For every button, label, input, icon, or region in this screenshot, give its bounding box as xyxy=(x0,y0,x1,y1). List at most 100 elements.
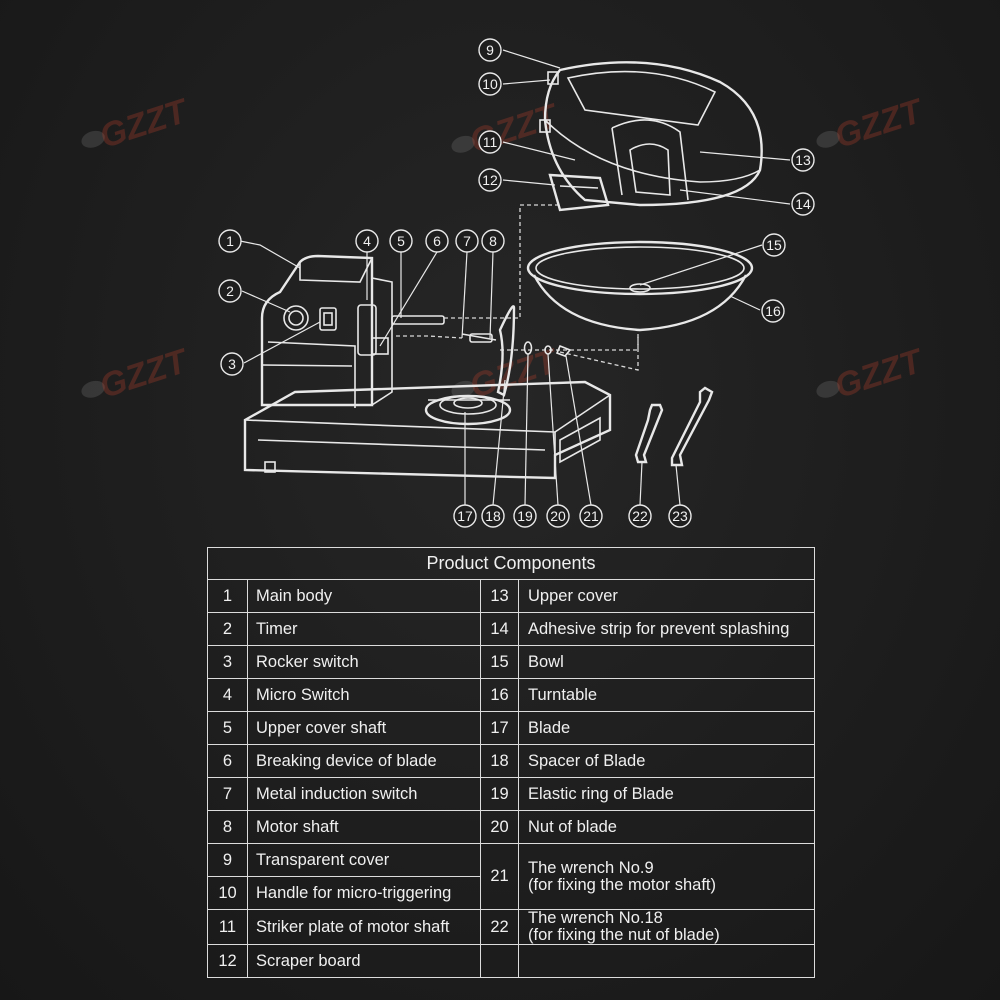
component-label: Motor shaft xyxy=(247,810,481,844)
component-label-main: The wrench No.9 xyxy=(528,858,654,877)
svg-text:22: 22 xyxy=(632,508,648,524)
svg-text:13: 13 xyxy=(795,152,811,168)
svg-text:19: 19 xyxy=(517,508,533,524)
callout-13: 13 xyxy=(791,148,815,172)
callout-9: 9 xyxy=(478,38,502,62)
component-label: Scraper board xyxy=(247,944,481,978)
callout-7: 7 xyxy=(455,229,479,253)
callout-19: 19 xyxy=(513,504,537,528)
component-number: 19 xyxy=(480,777,519,811)
table-row: 2 Timer 14 Adhesive strip for prevent sp… xyxy=(207,612,816,646)
callout-2: 2 xyxy=(218,279,242,303)
svg-text:14: 14 xyxy=(795,196,811,212)
svg-text:GZZT: GZZT xyxy=(95,341,194,406)
watermark: GZZT xyxy=(816,341,929,406)
callout-3: 3 xyxy=(220,352,244,376)
svg-text:15: 15 xyxy=(766,237,782,253)
svg-text:9: 9 xyxy=(486,42,494,58)
component-number: 7 xyxy=(207,777,248,811)
svg-text:23: 23 xyxy=(672,508,688,524)
component-number: 12 xyxy=(207,944,248,978)
empty-cell xyxy=(480,944,519,978)
component-label-main: The wrench No.18 xyxy=(528,909,663,927)
component-number: 16 xyxy=(480,678,519,712)
svg-text:5: 5 xyxy=(397,233,405,249)
callout-12: 12 xyxy=(478,168,502,192)
callout-17: 17 xyxy=(453,504,477,528)
shafts xyxy=(391,204,639,371)
svg-text:GZZT: GZZT xyxy=(830,91,929,156)
table-row: 5 Upper cover shaft 17 Blade xyxy=(207,711,816,745)
component-label: The wrench No.9 (for fixing the motor sh… xyxy=(517,843,816,910)
table-title: Product Components xyxy=(206,547,816,580)
component-label: Spacer of Blade xyxy=(517,744,816,778)
component-label: Rocker switch xyxy=(247,645,481,679)
svg-text:7: 7 xyxy=(463,233,471,249)
component-label-sub: (for fixing the motor shaft) xyxy=(528,875,716,894)
callout-6: 6 xyxy=(425,229,449,253)
component-label: Turntable xyxy=(517,678,816,712)
leader-lines xyxy=(239,49,791,506)
component-label: Main body xyxy=(247,579,481,613)
component-label: Elastic ring of Blade xyxy=(517,777,816,811)
svg-text:4: 4 xyxy=(363,233,371,249)
component-label: Breaking device of blade xyxy=(247,744,481,778)
component-label: Handle for micro-triggering xyxy=(247,876,481,910)
component-number: 6 xyxy=(207,744,248,778)
component-label: Bowl xyxy=(517,645,816,679)
table-row: 8 Motor shaft 20 Nut of blade xyxy=(207,810,816,844)
component-label-sub: (for fixing the nut of blade) xyxy=(528,926,720,944)
component-number: 21 xyxy=(480,843,519,910)
watermark: GZZT xyxy=(451,341,564,406)
component-number: 15 xyxy=(480,645,519,679)
main-body xyxy=(260,254,393,408)
component-label: Timer xyxy=(247,612,481,646)
empty-cell xyxy=(517,944,816,978)
callout-21: 21 xyxy=(579,504,603,528)
component-label: Micro Switch xyxy=(247,678,481,712)
callout-5: 5 xyxy=(389,229,413,253)
component-number: 5 xyxy=(207,711,248,745)
table-row: 10 Handle for micro-triggering xyxy=(207,876,815,910)
svg-text:11: 11 xyxy=(483,134,498,150)
table-row: 12 Scraper board xyxy=(207,944,816,978)
svg-text:18: 18 xyxy=(485,508,501,524)
svg-text:1: 1 xyxy=(226,233,234,249)
component-number: 4 xyxy=(207,678,248,712)
wrench-large xyxy=(670,386,714,467)
svg-text:3: 3 xyxy=(228,356,236,372)
blade-disk xyxy=(424,394,512,426)
callout-1: 1 xyxy=(218,229,242,253)
svg-text:GZZT: GZZT xyxy=(95,91,194,156)
component-label: Adhesive strip for prevent splashing xyxy=(517,612,816,646)
callout-8: 8 xyxy=(481,229,505,253)
watermark: GZZT xyxy=(81,341,194,406)
components-table: Product Components 1 Main body 13 Upper … xyxy=(206,547,816,978)
component-number: 3 xyxy=(207,645,248,679)
callout-16: 16 xyxy=(761,299,785,323)
component-number: 10 xyxy=(207,876,248,910)
component-number: 2 xyxy=(207,612,248,646)
component-number: 8 xyxy=(207,810,248,844)
component-label: The wrench No.18 (for fixing the nut of … xyxy=(517,909,816,945)
bowl xyxy=(526,240,754,332)
callout-22: 22 xyxy=(628,504,652,528)
table-row: 9 Transparent cover 21 The wrench No.9 (… xyxy=(207,843,816,910)
svg-text:12: 12 xyxy=(482,172,498,188)
component-number: 18 xyxy=(480,744,519,778)
upper-cover xyxy=(539,61,763,212)
callout-11: 11 xyxy=(478,130,502,154)
component-number: 14 xyxy=(480,612,519,646)
callout-20: 20 xyxy=(546,504,570,528)
callout-18: 18 xyxy=(481,504,505,528)
svg-text:6: 6 xyxy=(433,233,441,249)
svg-text:21: 21 xyxy=(583,508,599,524)
watermark: GZZT xyxy=(816,91,929,156)
table-row: 6 Breaking device of blade 18 Spacer of … xyxy=(207,744,816,778)
component-number: 17 xyxy=(480,711,519,745)
wrench-small xyxy=(634,403,664,464)
component-label: Blade xyxy=(517,711,816,745)
callout-15: 15 xyxy=(762,233,786,257)
component-number: 20 xyxy=(480,810,519,844)
component-number: 13 xyxy=(480,579,519,613)
